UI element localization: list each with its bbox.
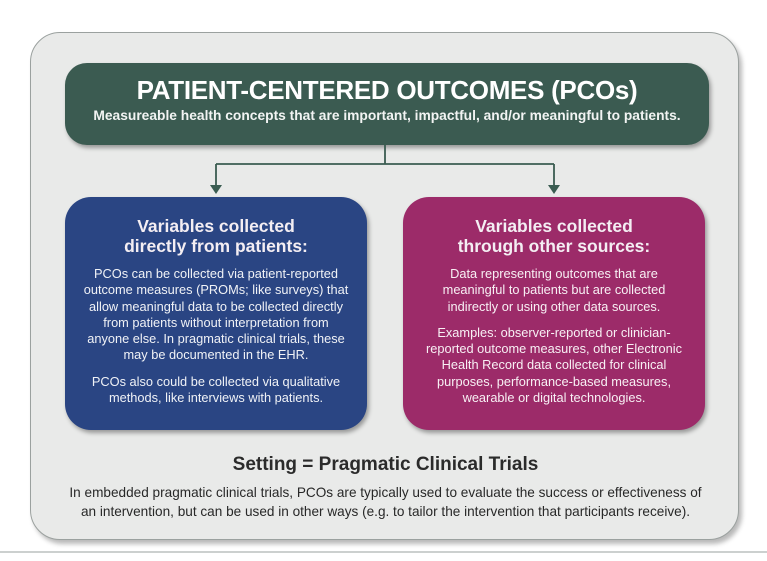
direct-box-heading-line1: Variables collected [137,216,295,236]
other-box-heading-line1: Variables collected [475,216,633,236]
setting-description: In embedded pragmatic clinical trials, P… [69,485,702,519]
direct-box-paragraph-1: PCOs can be collected via patient-report… [83,266,349,363]
arrow-down-icon [548,185,560,194]
arrow-down-icon [210,185,222,194]
other-box-heading-line2: through other sources: [457,236,651,256]
other-sources-box: Variables collected through other source… [403,197,705,430]
setting-heading: Setting = Pragmatic Clinical Trials [232,454,539,475]
pco-header-box: PATIENT-CENTERED OUTCOMES (PCOs) Measure… [65,63,709,145]
diagram-card: PATIENT-CENTERED OUTCOMES (PCOs) Measure… [30,32,739,540]
direct-box-heading: Variables collected directly from patien… [81,216,351,256]
connector-arrows [210,144,560,194]
other-box-paragraph-1: Data representing outcomes that are mean… [442,266,666,314]
diagram-title: PATIENT-CENTERED OUTCOMES (PCOs) [136,75,638,105]
page-bottom-divider [0,551,767,553]
other-box-heading: Variables collected through other source… [419,216,689,256]
direct-box-heading-line2: directly from patients: [124,236,308,256]
direct-box-paragraph-2: PCOs also could be collected via qualita… [91,373,341,406]
other-box-paragraph-2: Examples: observer-reported or clinician… [425,324,683,406]
diagram-subtitle: Measureable health concepts that are imp… [93,108,681,123]
direct-collection-box: Variables collected directly from patien… [65,197,367,430]
